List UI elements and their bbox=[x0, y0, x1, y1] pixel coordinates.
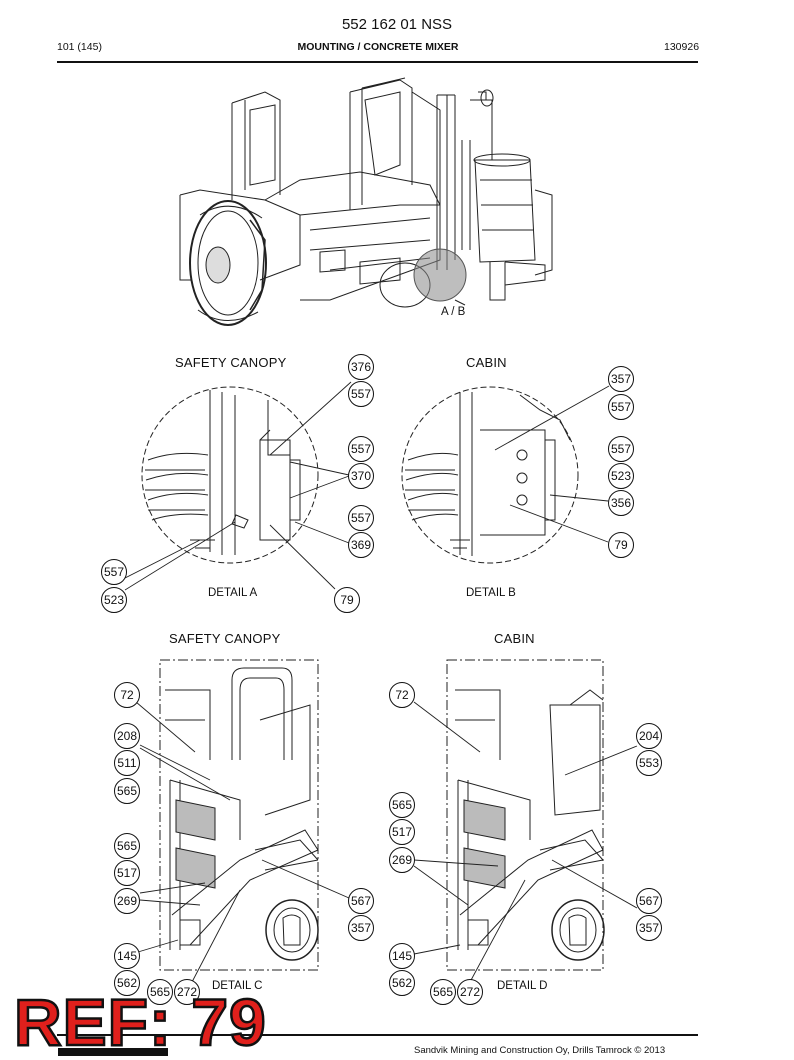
callout-bubble: 72 bbox=[114, 682, 140, 708]
vehicle-illustration bbox=[179, 77, 553, 326]
callout-bubble: 523 bbox=[101, 587, 127, 613]
detail-c-heading: SAFETY CANOPY bbox=[169, 631, 281, 646]
brand-logo bbox=[58, 1048, 168, 1056]
callout-bubble: 567 bbox=[348, 888, 374, 914]
callout-bubble: 357 bbox=[608, 366, 634, 392]
callout-bubble: 145 bbox=[389, 943, 415, 969]
callout-bubble: 357 bbox=[636, 915, 662, 941]
detail-a-drawing bbox=[141, 386, 319, 564]
callout-bubble: 376 bbox=[348, 354, 374, 380]
detail-c-drawing bbox=[159, 659, 319, 971]
callout-bubble: 272 bbox=[174, 979, 200, 1005]
ref-watermark: REF: 79 bbox=[13, 984, 267, 1060]
detail-c-caption: DETAIL C bbox=[212, 980, 263, 992]
callout-bubble: 269 bbox=[114, 888, 140, 914]
callout-bubble: 557 bbox=[101, 559, 127, 585]
detail-d-drawing bbox=[446, 659, 605, 971]
callout-bubble: 565 bbox=[147, 979, 173, 1005]
footer-copyright: Sandvik Mining and Construction Oy, Dril… bbox=[414, 1045, 666, 1056]
part-number: 552 162 01 NSS bbox=[341, 16, 453, 33]
detail-a-heading: SAFETY CANOPY bbox=[175, 355, 287, 370]
callout-bubble: 557 bbox=[348, 505, 374, 531]
callout-bubble: 208 bbox=[114, 723, 140, 749]
detail-b-caption: DETAIL B bbox=[466, 587, 516, 599]
callout-bubble: 557 bbox=[608, 436, 634, 462]
detail-a-caption: DETAIL A bbox=[208, 587, 258, 599]
callout-bubble: 557 bbox=[608, 394, 634, 420]
callout-bubble: 565 bbox=[114, 833, 140, 859]
callout-bubble: 557 bbox=[348, 381, 374, 407]
date-code: 130926 bbox=[664, 41, 700, 53]
section-title: MOUNTING / CONCRETE MIXER bbox=[297, 41, 459, 53]
callout-bubble: 553 bbox=[636, 750, 662, 776]
detail-b-heading: CABIN bbox=[466, 355, 507, 370]
callout-bubble: 79 bbox=[608, 532, 634, 558]
callout-bubble: 79 bbox=[334, 587, 360, 613]
callout-bubble: 565 bbox=[114, 778, 140, 804]
callout-bubble: 565 bbox=[430, 979, 456, 1005]
callout-bubble: 370 bbox=[348, 463, 374, 489]
callout-bubble: 511 bbox=[114, 750, 140, 776]
callout-bubble: 523 bbox=[608, 463, 634, 489]
detail-d-heading: CABIN bbox=[494, 631, 535, 646]
callout-bubble: 145 bbox=[114, 943, 140, 969]
callout-bubble: 567 bbox=[636, 888, 662, 914]
callout-bubble: 565 bbox=[389, 792, 415, 818]
detail-b-drawing bbox=[401, 386, 579, 564]
header-rule bbox=[57, 61, 698, 63]
callout-bubble: 72 bbox=[389, 682, 415, 708]
callout-bubble: 557 bbox=[348, 436, 374, 462]
callout-bubble: 204 bbox=[636, 723, 662, 749]
callout-bubble: 517 bbox=[114, 860, 140, 886]
callout-bubble: 357 bbox=[348, 915, 374, 941]
detail-callout-ab: A / B bbox=[441, 306, 466, 318]
leader-lines bbox=[124, 381, 638, 983]
footer-rule bbox=[57, 1034, 698, 1036]
callout-bubble: 269 bbox=[389, 847, 415, 873]
callout-bubble: 562 bbox=[389, 970, 415, 996]
callout-bubble: 517 bbox=[389, 819, 415, 845]
callout-bubble: 356 bbox=[608, 490, 634, 516]
callout-bubble: 562 bbox=[114, 970, 140, 996]
detail-d-caption: DETAIL D bbox=[497, 980, 548, 992]
callout-bubble: 272 bbox=[457, 979, 483, 1005]
callout-bubble: 369 bbox=[348, 532, 374, 558]
page-number: 101 (145) bbox=[57, 41, 102, 53]
